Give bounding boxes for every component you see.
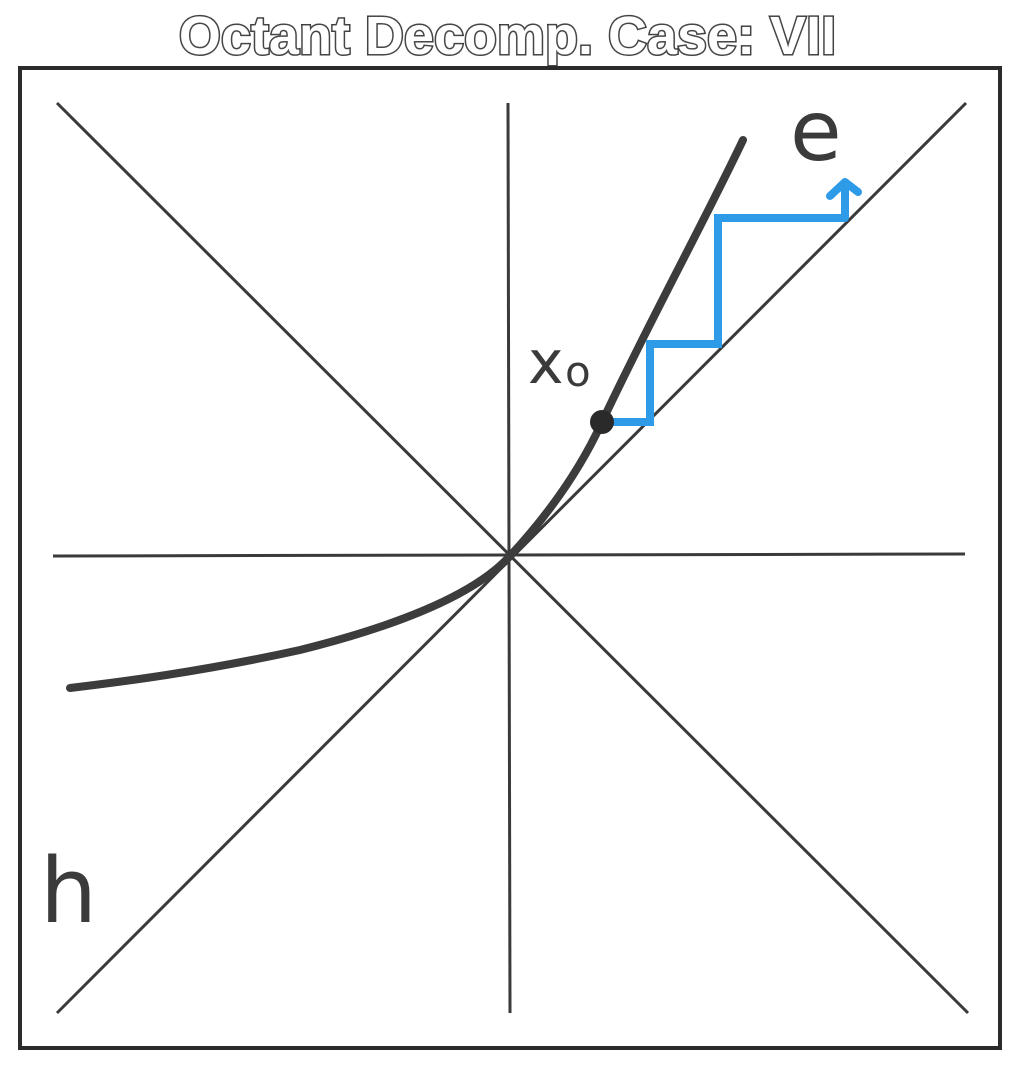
label-x0: x (528, 328, 564, 398)
curve-upper-branch (506, 136, 747, 560)
diagram-frame (18, 66, 1002, 1050)
initial-point-x0 (590, 410, 614, 434)
diagram-title: Octant Decomp. Case: VII (177, 5, 837, 68)
curve-lower-branch (66, 552, 514, 692)
label-h: h (40, 839, 97, 944)
staircase-iteration (598, 214, 849, 426)
label-x0-subscript: o (565, 347, 591, 396)
label-e: e (790, 82, 842, 180)
